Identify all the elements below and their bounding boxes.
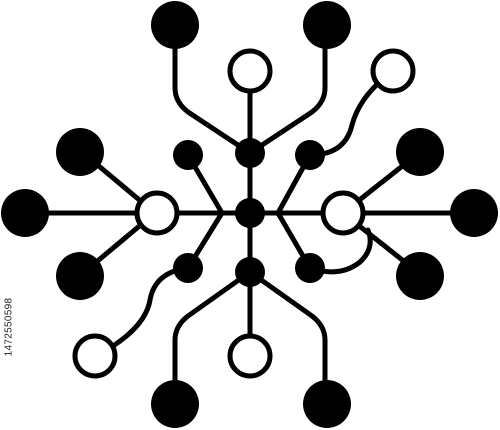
lower-left-curl-trace — [93, 265, 191, 359]
bottom-left-node — [151, 380, 199, 428]
left-end-node — [1, 189, 49, 237]
inner-lower-left-node — [173, 253, 203, 283]
lower-right-curl-trace — [307, 227, 373, 275]
left-center-ring — [134, 190, 180, 236]
right-upper-node — [396, 128, 444, 176]
top-center-ring — [227, 48, 273, 94]
bottom-right-node — [303, 380, 351, 428]
left-lower-node — [56, 252, 104, 300]
upper-left-branch — [172, 27, 253, 156]
inner-upper-right-node — [295, 140, 325, 170]
lower-left-branch — [172, 269, 253, 401]
inner-lower-right-node — [295, 253, 325, 283]
side-id-label: 1472550598 — [2, 252, 16, 402]
right-lower-node — [396, 252, 444, 300]
top-left-node — [151, 1, 199, 49]
right-end-node — [450, 189, 498, 237]
center-top-node — [235, 138, 265, 168]
lower-right-branch — [247, 269, 328, 401]
bottom-left-ring — [72, 333, 118, 379]
right-center-ring — [320, 190, 366, 236]
upper-right-branch — [247, 27, 328, 156]
top-right-ring — [370, 48, 416, 94]
center-node — [235, 198, 265, 228]
bottom-center-ring — [227, 333, 273, 379]
side-id-text: 1472550598 — [3, 297, 15, 357]
top-right-node — [303, 1, 351, 49]
center-bottom-node — [235, 257, 265, 287]
left-upper-node — [56, 128, 104, 176]
inner-upper-left-node — [173, 140, 203, 170]
